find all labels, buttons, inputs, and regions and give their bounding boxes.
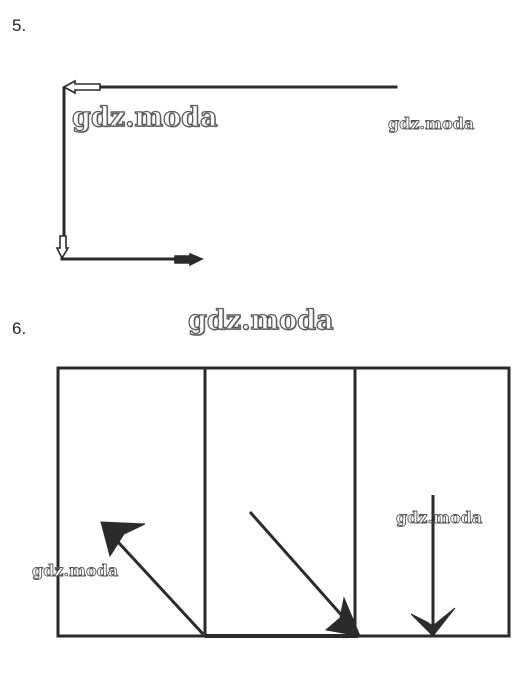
watermark-3: gdz.moda	[187, 305, 334, 336]
arrowhead-up-left	[100, 521, 146, 558]
problem-6-diagram	[56, 366, 511, 638]
problem-number-5: 5.	[12, 16, 27, 35]
problem-5-diagram	[55, 79, 398, 267]
arrowhead-down	[55, 235, 70, 260]
arrowhead-down-vertical	[410, 607, 456, 637]
watermark-1: gdz.moda	[71, 102, 218, 133]
watermark-2: gdz.moda	[388, 114, 475, 133]
arrow-down-right	[248, 511, 354, 628]
panel-frame	[56, 366, 511, 638]
watermark-4: gdz.moda	[396, 508, 483, 527]
arrowhead-right	[174, 252, 204, 267]
watermark-5: gdz.moda	[32, 561, 119, 580]
arrow-up-left	[105, 528, 205, 636]
arrowhead-left	[62, 79, 101, 95]
problem-number-6: 6.	[12, 319, 27, 338]
arrowhead-down-right	[324, 596, 361, 637]
